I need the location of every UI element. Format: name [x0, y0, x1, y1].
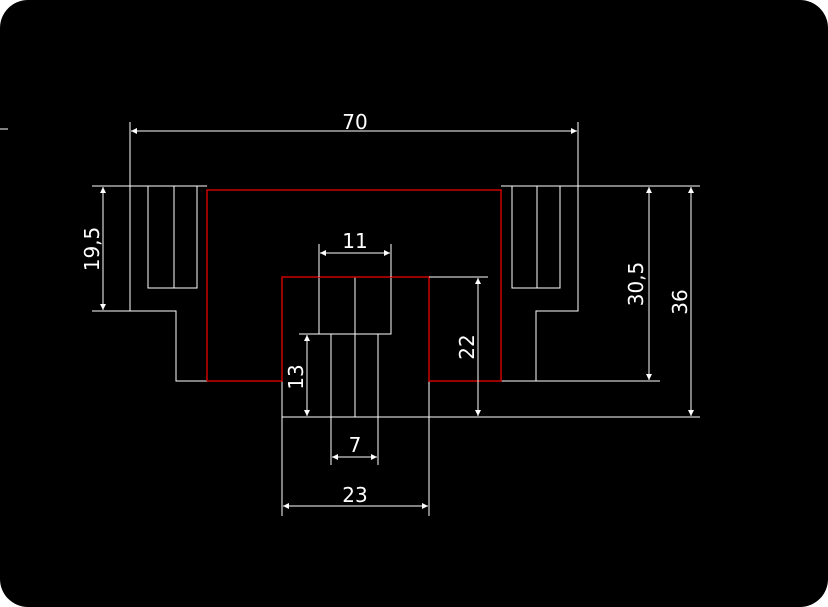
dimension-23: [281, 417, 430, 516]
dimension-11-label: 11: [342, 229, 367, 253]
dimension-7: [330, 417, 379, 465]
dimension-11: [318, 244, 392, 277]
dimension-22-label: 22: [455, 334, 479, 359]
dimension-36: [429, 185, 700, 418]
dimension-70-label: 70: [342, 110, 367, 134]
dimension-70: [129, 122, 579, 186]
dimension-13-label: 13: [284, 364, 308, 389]
dimension-23-label: 23: [342, 483, 367, 507]
dimension-19-5: [92, 185, 130, 312]
dimension-30-5: [536, 185, 660, 382]
dimension-36-label: 36: [668, 289, 692, 314]
dimension-30-5-label: 30,5: [624, 262, 648, 307]
highlight-contour: [206, 189, 502, 382]
dimension-7-label: 7: [349, 433, 362, 457]
dimension-19-5-label: 19,5: [80, 227, 104, 272]
part-outline: [129, 185, 579, 418]
dimension-13: [299, 333, 331, 416]
